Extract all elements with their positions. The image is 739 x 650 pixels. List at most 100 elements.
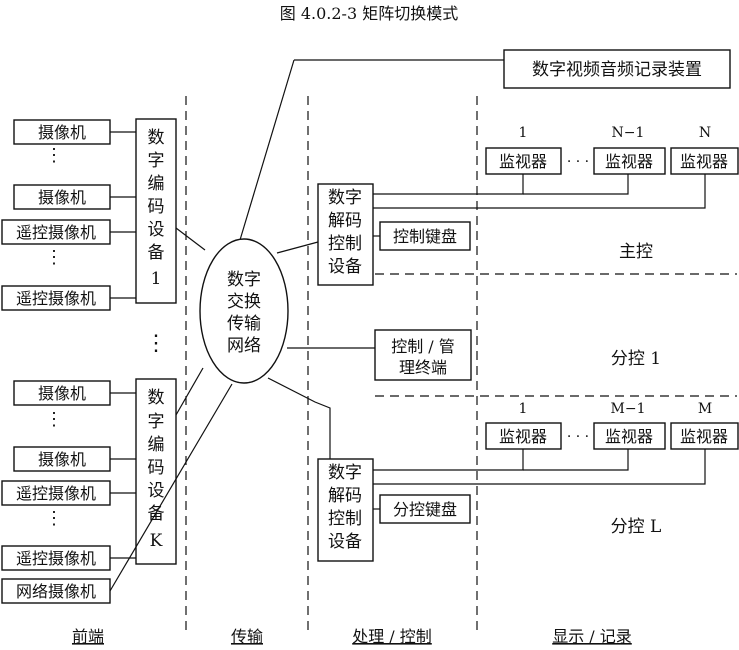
column-label-processing: 处理 / 控制 [352, 627, 432, 646]
zone-main-label: 主控 [619, 242, 653, 262]
vertical-dots: ⋮ [45, 409, 63, 430]
link-decoder-monitor [373, 449, 706, 485]
monitor-box [485, 147, 562, 175]
figure-title: 图 4.0.2-3 矩阵切换模式 [280, 4, 458, 23]
decoder-sub-label: 数字 解码 控制 设备 [328, 463, 362, 552]
decoder-main-box [317, 183, 374, 286]
monitor-label: 监视器 [605, 427, 653, 446]
camera-label: 摄像机 [38, 450, 86, 469]
camera-box [13, 380, 111, 406]
svg-text:字: 字 [148, 412, 165, 432]
svg-text:编: 编 [148, 174, 165, 194]
column-label-front: 前端 [72, 627, 104, 646]
column-label-transmission: 传输 [231, 627, 263, 646]
remote-camera-box [1, 285, 111, 311]
zone-subL-label: 分控 L [611, 517, 662, 537]
svg-text:1: 1 [151, 269, 162, 289]
main-keyboard-box [379, 221, 471, 251]
svg-text:控制: 控制 [328, 234, 362, 254]
svg-text:解码: 解码 [328, 211, 362, 231]
sub-keyboard-label: 分控键盘 [393, 500, 457, 519]
link-encoderk-network [175, 367, 204, 416]
svg-text:数字: 数字 [328, 463, 362, 483]
svg-text:解码: 解码 [328, 486, 362, 506]
svg-text:K: K [150, 531, 163, 551]
monitor-index: M−1 [611, 401, 646, 417]
terminal-box [374, 329, 472, 381]
svg-text:数字: 数字 [328, 188, 362, 208]
vertical-dots: ⋮ [145, 331, 167, 356]
remote-camera-label: 遥控摄像机 [16, 223, 96, 242]
remote-camera-label: 遥控摄像机 [16, 549, 96, 568]
svg-text:网络: 网络 [227, 336, 261, 356]
monitor-label: 监视器 [680, 152, 728, 171]
svg-text:数字: 数字 [227, 270, 261, 290]
monitor-box [593, 422, 666, 450]
link-netcam-network [109, 383, 233, 592]
sub-keyboard-box [379, 494, 471, 524]
svg-text:设备: 设备 [328, 257, 362, 277]
monitor-label: 监视器 [499, 152, 547, 171]
link-network-decoder-main [276, 241, 319, 254]
monitor-label: 监视器 [499, 427, 547, 446]
network-camera-box [1, 578, 111, 604]
svg-text:码: 码 [148, 458, 165, 478]
svg-text:控制: 控制 [328, 509, 362, 529]
link-network-decoder-sub [267, 377, 331, 459]
terminal-label: 理终端 [399, 358, 447, 377]
encoder-1-label: 数 字 编 码 设 备 1 [148, 128, 165, 289]
vertical-dots: ⋮ [45, 145, 63, 166]
svg-text:数: 数 [148, 128, 165, 148]
remote-camera-label: 遥控摄像机 [16, 289, 96, 308]
monitor-index: N−1 [612, 125, 645, 141]
decoder-main-label: 数字 解码 控制 设备 [328, 188, 362, 277]
camera-label: 摄像机 [38, 384, 86, 403]
svg-text:设备: 设备 [328, 532, 362, 552]
monitor-box [593, 147, 666, 175]
link-decoder-monitor [373, 449, 524, 471]
monitor-index: M [698, 401, 712, 417]
horizontal-dots: · · · [567, 154, 589, 170]
column-label-display: 显示 / 记录 [552, 627, 632, 646]
monitor-index: 1 [519, 401, 528, 417]
link-decoder-monitor [373, 174, 706, 209]
svg-text:数: 数 [148, 388, 165, 408]
terminal-label: 控制 / 管 [391, 337, 455, 356]
vertical-dots: ⋮ [45, 247, 63, 268]
encoder-k-box [135, 378, 177, 565]
encoder-1-box [135, 118, 177, 304]
monitor-index: N [699, 125, 711, 141]
link-decoder-monitor [373, 174, 524, 195]
network-ellipse [199, 238, 289, 384]
svg-text:码: 码 [148, 197, 165, 217]
monitor-index: 1 [519, 125, 528, 141]
monitor-label: 监视器 [680, 427, 728, 446]
remote-camera-box [1, 480, 111, 506]
monitor-label: 监视器 [605, 152, 653, 171]
svg-text:传输: 传输 [227, 314, 261, 334]
network-camera-label: 网络摄像机 [16, 582, 96, 601]
svg-text:编: 编 [148, 435, 165, 455]
vertical-dots: ⋮ [45, 508, 63, 529]
camera-label: 摄像机 [38, 123, 86, 142]
network-label: 数字 交换 传输 网络 [227, 270, 261, 356]
encoder-k-label: 数 字 编 码 设 备 K [148, 388, 165, 551]
svg-text:交换: 交换 [227, 292, 261, 312]
zone-sub1-label: 分控 1 [611, 349, 661, 369]
decoder-sub-box [317, 458, 374, 562]
svg-text:设: 设 [148, 220, 165, 240]
link-network-recorder [239, 59, 295, 241]
recorder-label: 数字视频音频记录装置 [532, 60, 702, 80]
horizontal-dots: · · · [567, 429, 589, 445]
remote-camera-box [1, 219, 111, 245]
link-decoder-monitor [523, 174, 629, 195]
remote-camera-label: 遥控摄像机 [16, 484, 96, 503]
monitor-box [485, 422, 562, 450]
svg-text:字: 字 [148, 151, 165, 171]
link-encoder1-network [175, 227, 206, 251]
svg-text:设: 设 [148, 481, 165, 501]
link-decoder-monitor [523, 449, 629, 471]
main-keyboard-label: 控制键盘 [393, 227, 457, 246]
svg-text:备: 备 [148, 243, 165, 263]
